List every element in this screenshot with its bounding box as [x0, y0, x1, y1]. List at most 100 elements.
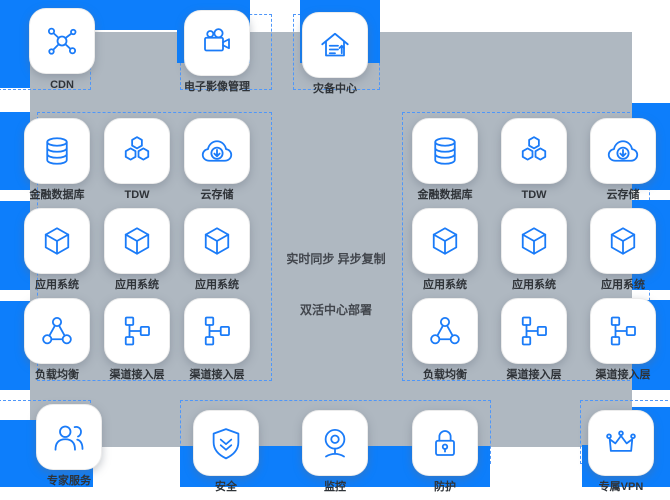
node-label: 负载均衡	[423, 369, 467, 381]
left-blue-bar-segment	[0, 0, 30, 88]
diagram-node: 金融数据库	[24, 118, 90, 201]
icon-tile	[501, 298, 567, 364]
node-label: 应用系统	[115, 279, 159, 291]
flowchart-icon	[516, 313, 552, 349]
icon-tile	[412, 118, 478, 184]
icon-tile	[184, 208, 250, 274]
lock-icon	[427, 425, 463, 461]
cube-icon	[427, 223, 463, 259]
diagram-node-vpn: 专属VPN	[588, 410, 654, 493]
node-label: 渠道接入层	[189, 369, 245, 381]
webcam-icon	[317, 425, 353, 461]
node-label: 应用系统	[35, 279, 79, 291]
video-camera-icon	[199, 25, 235, 61]
node-label: 专属VPN	[598, 481, 644, 493]
icon-tile	[24, 118, 90, 184]
diagram-node: 应用系统	[501, 208, 567, 291]
icon-tile	[184, 298, 250, 364]
hexagons-tdw-icon	[516, 133, 552, 169]
node-label: 云存储	[200, 189, 234, 201]
diagram-node: 应用系统	[104, 208, 170, 291]
node-label: 安全	[215, 481, 237, 493]
cube-icon	[605, 223, 641, 259]
diagram-node: 应用系统	[24, 208, 90, 291]
diagram-node-protection: 防护	[412, 410, 478, 493]
diagram-node: 应用系统	[412, 208, 478, 291]
diagram-node-imaging: 电子影像管理	[184, 10, 250, 93]
node-label: 应用系统	[423, 279, 467, 291]
diagram-node-service: 专家服务	[36, 404, 102, 487]
database-icon	[39, 133, 75, 169]
sync-annotation: 实时同步 异步复制	[286, 252, 386, 266]
node-label: 应用系统	[195, 279, 239, 291]
diagram-node: 渠道接入层	[501, 298, 567, 381]
diagram-node: 负载均衡	[24, 298, 90, 381]
node-label: TDW	[521, 189, 547, 201]
deploy-annotation: 双活中心部署	[299, 303, 372, 317]
icon-tile	[104, 298, 170, 364]
icon-tile	[501, 208, 567, 274]
diagram-node: 渠道接入层	[104, 298, 170, 381]
load-balancer-icon	[427, 313, 463, 349]
icon-tile	[24, 208, 90, 274]
node-label: 渠道接入层	[109, 369, 165, 381]
icon-tile	[302, 410, 368, 476]
icon-tile	[104, 118, 170, 184]
load-balancer-icon	[39, 313, 75, 349]
icon-tile	[590, 208, 656, 274]
flowchart-icon	[199, 313, 235, 349]
node-label: 金融数据库	[29, 189, 85, 201]
diagram-node: 云存储	[590, 118, 656, 201]
cube-icon	[516, 223, 552, 259]
diagram-node-disaster-recovery: 灾备中心	[302, 12, 368, 95]
cube-icon	[39, 223, 75, 259]
icon-tile	[184, 10, 250, 76]
diagram-node-security: 安全	[193, 410, 259, 493]
icon-tile	[36, 404, 102, 470]
icon-tile	[590, 118, 656, 184]
people-icon	[51, 419, 87, 455]
cube-icon	[199, 223, 235, 259]
cube-icon	[119, 223, 155, 259]
diagram-node: 应用系统	[184, 208, 250, 291]
icon-tile	[412, 208, 478, 274]
diagram-node: TDW	[501, 118, 567, 201]
diagram-node: 金融数据库	[412, 118, 478, 201]
node-label: 监控	[324, 481, 346, 493]
node-label: 金融数据库	[417, 189, 473, 201]
hexagons-tdw-icon	[119, 133, 155, 169]
icon-tile	[29, 8, 95, 74]
node-label: 专家服务	[47, 475, 91, 487]
cloud-download-icon	[199, 133, 235, 169]
house-icon	[317, 27, 353, 63]
icon-tile	[412, 410, 478, 476]
node-label: 渠道接入层	[595, 369, 651, 381]
diagram-node: TDW	[104, 118, 170, 201]
node-label: 应用系统	[512, 279, 556, 291]
node-label: 渠道接入层	[506, 369, 562, 381]
icon-tile	[104, 208, 170, 274]
icon-tile	[590, 298, 656, 364]
node-label: TDW	[124, 189, 150, 201]
diagram-node: 渠道接入层	[590, 298, 656, 381]
icon-tile	[501, 118, 567, 184]
node-label: 负载均衡	[35, 369, 79, 381]
icon-tile	[184, 118, 250, 184]
node-label: 云存储	[606, 189, 640, 201]
icon-tile	[412, 298, 478, 364]
node-label: 防护	[434, 481, 456, 493]
icon-tile	[193, 410, 259, 476]
crown-icon	[603, 425, 639, 461]
icon-tile	[588, 410, 654, 476]
node-label: 灾备中心	[313, 83, 357, 95]
diagram-node-cdn: CDN	[29, 8, 95, 91]
cloud-download-icon	[605, 133, 641, 169]
diagram-node: 负载均衡	[412, 298, 478, 381]
node-label: 应用系统	[601, 279, 645, 291]
diagram-node: 云存储	[184, 118, 250, 201]
flowchart-icon	[119, 313, 155, 349]
node-label: 电子影像管理	[184, 81, 250, 93]
icon-tile	[302, 12, 368, 78]
icon-tile	[24, 298, 90, 364]
